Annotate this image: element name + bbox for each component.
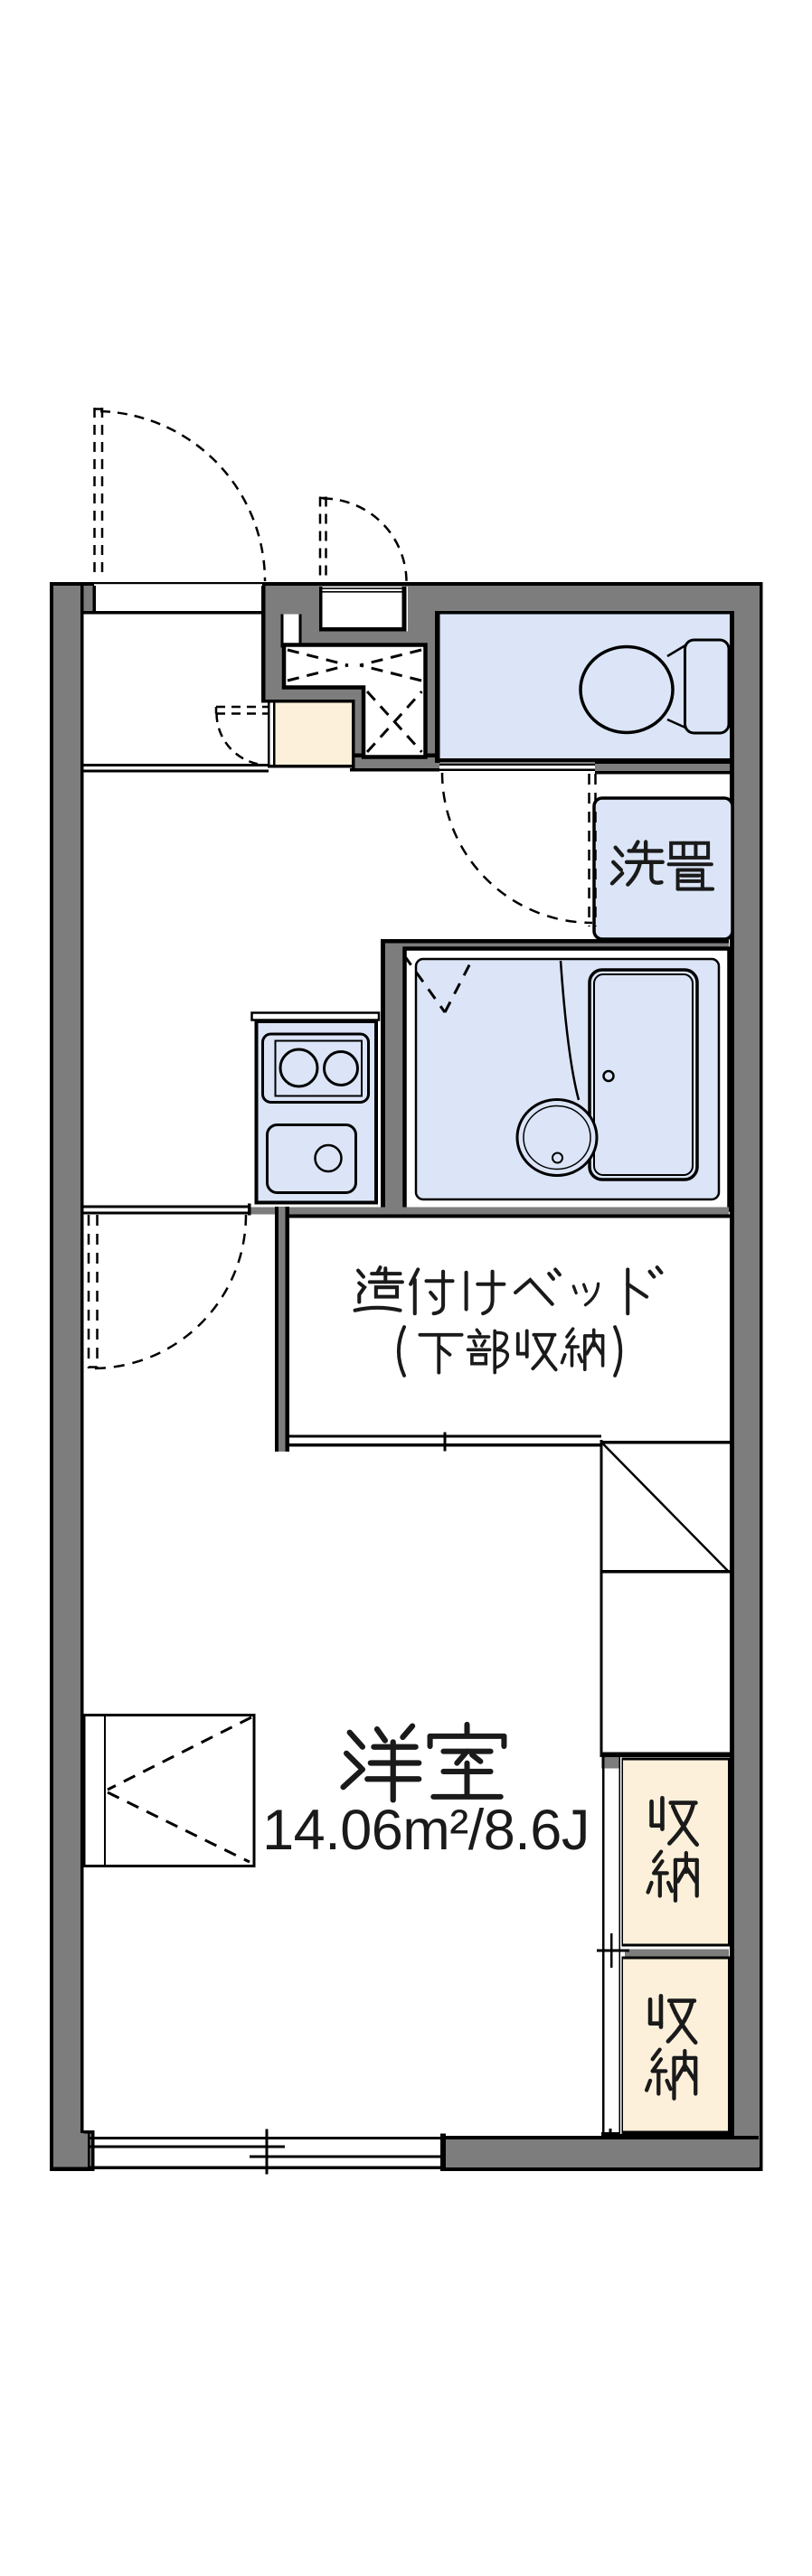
svg-text:14.06m²/8.6J: 14.06m²/8.6J xyxy=(262,1799,590,1862)
